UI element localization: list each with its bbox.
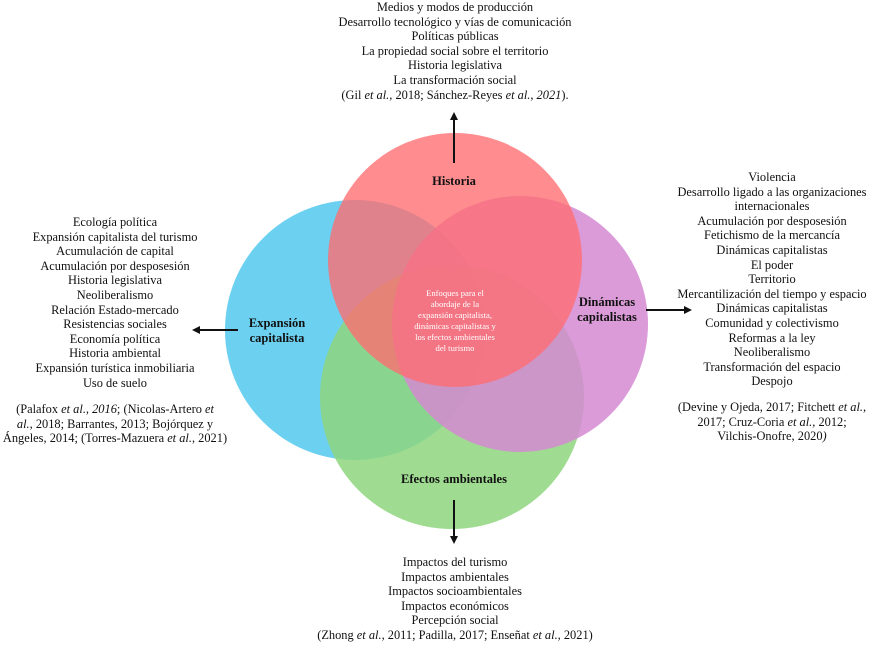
citation-italic: et al. xyxy=(167,431,192,446)
label-efectos: Efectos ambientales xyxy=(401,472,507,486)
right-item: Acumulación por desposesión xyxy=(697,213,847,228)
top-citation: (Gil et al., 2018; Sánchez-Reyes et al.,… xyxy=(300,88,610,103)
right-item: Comunidad y colectivismo xyxy=(705,315,839,330)
right-citation-line3: Vilchis-Onofre, 2020) xyxy=(672,429,872,444)
bottom-item: Impactos socioambientales xyxy=(388,584,522,599)
right-item: internacionales xyxy=(734,199,810,214)
left-item: Neoliberalismo xyxy=(76,287,154,302)
bottom-item: Impactos ambientales xyxy=(401,569,509,584)
citation-italic: et al., xyxy=(356,627,385,642)
label-expansion-line2: capitalista xyxy=(250,331,306,345)
citation-text: (Devine y Ojeda, 2017; Fitchett xyxy=(677,400,839,414)
right-item: Mercantilización del tiempo y espacio xyxy=(677,286,867,301)
center-text-line4: dinámicas capitalistas y xyxy=(414,321,496,331)
left-citation: (Palafox et al., 2016; (Nicolas-Artero e… xyxy=(2,402,228,446)
circle-historia xyxy=(328,133,582,387)
right-block: Violencia Desarrollo ligado a las organi… xyxy=(672,170,872,389)
right-item: Dinámicas capitalistas xyxy=(716,242,828,257)
citation-italic: et xyxy=(204,402,214,416)
label-dinamicas-line2: capitalistas xyxy=(577,310,637,324)
label-dinamicas-line1: Dinámicas xyxy=(579,295,635,309)
right-citation: (Devine y Ojeda, 2017; Fitchett et al., … xyxy=(672,400,872,444)
citation-text: 2021) xyxy=(560,627,593,642)
citation-text: 2018; Sánchez-Reyes xyxy=(392,87,506,102)
citation-italic: et al., 2021 xyxy=(505,87,562,102)
right-item: Reformas a la ley xyxy=(728,330,816,345)
citation-text: , 2021) xyxy=(191,431,228,446)
right-item: Territorio xyxy=(748,272,796,287)
center-text-line6: del turismo xyxy=(436,343,475,353)
right-item: Neoliberalismo xyxy=(733,345,811,360)
citation-text: (Palafox xyxy=(16,402,62,416)
center-text-line3: expansión capitalista, xyxy=(418,310,492,320)
top-item: La propiedad social sobre el territorio xyxy=(361,43,549,58)
citation-text: (Zhong xyxy=(317,627,357,642)
top-item: Políticas públicas xyxy=(411,29,499,44)
citation-italic: et al., 2016 xyxy=(61,402,117,416)
top-item: La transformación social xyxy=(393,72,517,87)
left-item: Economía política xyxy=(69,331,161,346)
right-item: Despojo xyxy=(751,374,793,389)
bottom-citation: (Zhong et al., 2011; Padilla, 2017; Ense… xyxy=(290,628,620,643)
right-item: Fetichismo de la mercancía xyxy=(704,228,840,243)
left-item: Resistencias sociales xyxy=(63,317,167,332)
right-item: Violencia xyxy=(748,170,796,184)
citation-text: Vilchis-Onofre, 2020 xyxy=(717,429,823,444)
center-text-line2: abordaje de la xyxy=(431,299,479,309)
citation-text: 2011; Padilla, 2017; Enseñat xyxy=(384,627,533,642)
citation-italic: ) xyxy=(822,429,827,444)
left-citation-line2: al., 2018; Barrantes, 2013; Bojórquez y xyxy=(2,417,228,432)
left-item: Historia ambiental xyxy=(69,346,161,361)
citation-italic: et al., xyxy=(364,87,393,102)
top-block: Medios y modos de producción Desarrollo … xyxy=(300,0,610,102)
left-citation-line1: (Palafox et al., 2016; (Nicolas-Artero e… xyxy=(2,402,228,417)
center-text-line1: Enfoques para el xyxy=(426,288,484,298)
left-item: Expansión capitalista del turismo xyxy=(32,229,198,244)
right-citation-line2: 2017; Cruz-Coria et al., 2012; xyxy=(672,415,872,430)
citation-italic: al., xyxy=(16,416,33,431)
citation-text: 2017; Cruz-Coria xyxy=(697,414,788,429)
bottom-item: Percepción social xyxy=(411,613,499,628)
bottom-block: Impactos del turismo Impactos ambientale… xyxy=(290,555,620,643)
label-expansion-line1: Expansión xyxy=(249,316,305,330)
center-text-line5: los efectos ambientales xyxy=(415,332,495,342)
citation-text: Ángeles, 2014; (Torres-Mazuera xyxy=(2,431,168,446)
citation-text: ). xyxy=(561,87,569,102)
right-item: Transformación del espacio xyxy=(703,359,841,374)
left-item: Acumulación de capital xyxy=(56,244,174,259)
top-item: Medios y modos de producción xyxy=(376,0,534,14)
citation-text: (Gil xyxy=(341,87,365,102)
left-item: Historia legislativa xyxy=(68,273,162,288)
citation-text: ; (Nicolas-Artero xyxy=(116,402,205,416)
right-item: El poder xyxy=(750,257,794,272)
bottom-item: Impactos económicos xyxy=(401,598,509,613)
right-item: Desarrollo ligado a las organizaciones xyxy=(677,184,867,199)
left-citation-line3: Ángeles, 2014; (Torres-Mazuera et al., 2… xyxy=(2,431,228,446)
right-item: Dinámicas capitalistas xyxy=(716,301,828,316)
citation-italic: et al., xyxy=(838,400,867,414)
top-item: Desarrollo tecnológico y vías de comunic… xyxy=(338,14,572,29)
citation-text: 2012; xyxy=(815,414,847,429)
left-item: Ecología política xyxy=(72,215,158,229)
right-citation-line1: (Devine y Ojeda, 2017; Fitchett et al., xyxy=(672,400,872,415)
left-block: Ecología política Expansión capitalista … xyxy=(2,215,228,390)
left-item: Acumulación por desposesión xyxy=(40,258,190,273)
left-item: Relación Estado-mercado xyxy=(51,302,179,317)
bottom-item: Impactos del turismo xyxy=(402,555,508,569)
left-item: Expansión turística inmobiliaria xyxy=(35,360,195,375)
citation-italic: et al., xyxy=(532,627,561,642)
label-historia: Historia xyxy=(432,174,476,188)
top-item: Historia legislativa xyxy=(408,58,502,73)
left-item: Uso de suelo xyxy=(82,375,147,390)
citation-italic: et al., xyxy=(787,414,816,429)
citation-text: 2018; Barrantes, 2013; Bojórquez y xyxy=(32,416,214,431)
